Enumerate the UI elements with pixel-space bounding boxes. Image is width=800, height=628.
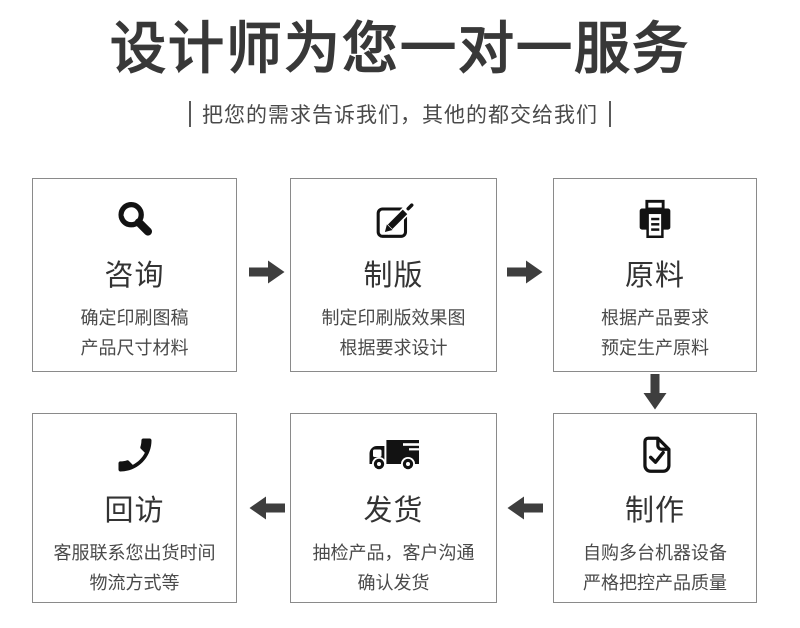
page-subtitle-text: 把您的需求告诉我们，其他的都交给我们 <box>202 104 598 127</box>
step-title: 原料 <box>624 260 685 292</box>
arrow-down-icon <box>641 374 669 410</box>
step-desc-line: 确定印刷图稿 <box>80 308 189 328</box>
step-desc-line: 物流方式等 <box>89 573 180 593</box>
printer-icon <box>632 195 678 245</box>
step-description: 确定印刷图稿 产品尺寸材料 <box>81 303 189 363</box>
step-description: 客服联系您出货时间 物流方式等 <box>54 538 216 598</box>
step-desc-line: 根据要求设计 <box>339 338 448 358</box>
step-desc-line: 产品尺寸材料 <box>80 338 189 358</box>
document-check-icon <box>632 430 678 480</box>
arrow-right-icon <box>249 258 285 286</box>
arrow-right-icon <box>507 258 543 286</box>
step-title: 发货 <box>363 495 424 527</box>
subtitle-left-bar-icon <box>189 101 191 127</box>
edit-pencil-icon <box>371 195 417 245</box>
step-card-raw-material: 原料 根据产品要求 预定生产原料 <box>553 178 757 372</box>
step-description: 根据产品要求 预定生产原料 <box>601 303 709 363</box>
page-title: 设计师为您一对一服务 <box>110 17 690 80</box>
step-desc-line: 确认发货 <box>357 573 430 593</box>
step-card-plate-making: 制版 制定印刷版效果图 根据要求设计 <box>290 178 497 372</box>
step-desc-line: 制定印刷版效果图 <box>321 308 466 328</box>
page-subtitle: 把您的需求告诉我们，其他的都交给我们 <box>0 99 800 129</box>
step-description: 制定印刷版效果图 根据要求设计 <box>322 303 466 363</box>
magnifier-icon <box>112 195 158 245</box>
step-title: 咨询 <box>104 260 165 292</box>
step-card-consult: 咨询 确定印刷图稿 产品尺寸材料 <box>32 178 237 372</box>
step-desc-line: 自购多台机器设备 <box>583 543 727 563</box>
arrow-left-icon <box>249 494 285 522</box>
step-title: 制作 <box>624 495 685 527</box>
step-desc-line: 客服联系您出货时间 <box>53 543 216 563</box>
step-title: 回访 <box>104 495 165 527</box>
step-desc-line: 根据产品要求 <box>601 308 709 328</box>
phone-icon <box>113 430 157 480</box>
step-card-follow-up: 回访 客服联系您出货时间 物流方式等 <box>32 413 237 603</box>
step-description: 自购多台机器设备 严格把控产品质量 <box>583 538 727 598</box>
step-title: 制版 <box>363 260 424 292</box>
step-desc-line: 预定生产原料 <box>601 338 709 358</box>
step-card-shipping: 发货 抽检产品，客户沟通 确认发货 <box>290 413 497 603</box>
truck-icon <box>366 430 422 480</box>
step-desc-line: 抽检产品，客户沟通 <box>312 543 475 563</box>
arrow-left-icon <box>507 494 543 522</box>
step-description: 抽检产品，客户沟通 确认发货 <box>313 538 475 598</box>
step-desc-line: 严格把控产品质量 <box>583 573 727 593</box>
step-card-production: 制作 自购多台机器设备 严格把控产品质量 <box>553 413 757 603</box>
subtitle-right-bar-icon <box>609 101 611 127</box>
